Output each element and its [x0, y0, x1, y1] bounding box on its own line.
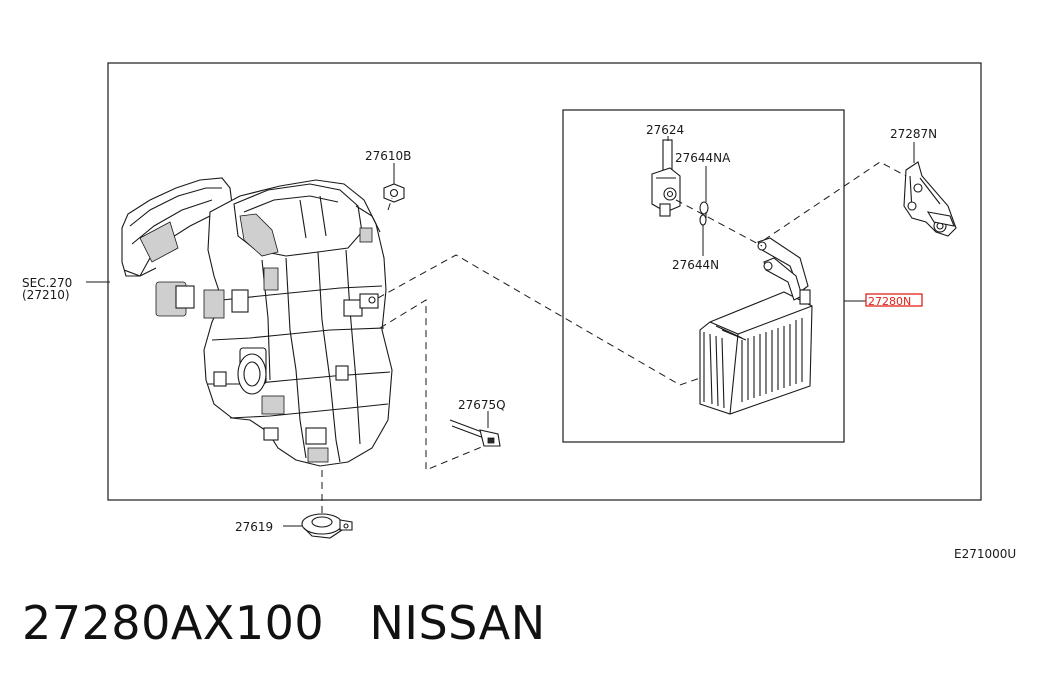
part-caption: 27280AX100 NISSAN: [22, 596, 546, 650]
leader-lines: [86, 136, 915, 527]
caption-part-number: 27280AX100: [22, 596, 325, 650]
label-27619[interactable]: 27619: [235, 520, 273, 534]
hvac-unit-drawing: [121, 177, 393, 467]
caption-brand: NISSAN: [369, 596, 546, 650]
o-rings: [699, 201, 709, 226]
nut-27610B: [383, 183, 405, 203]
sensor-27675Q: [449, 419, 501, 447]
label-27624[interactable]: 27624: [646, 123, 684, 137]
assembly-dashed-lines: [321, 161, 907, 514]
label-sec-ref-line2: (27210): [22, 288, 70, 302]
highlight-box-27280N: [865, 293, 923, 307]
bracket-27287N: [903, 161, 957, 237]
label-27610B[interactable]: 27610B: [365, 149, 411, 163]
expansion-valve-27624: [651, 139, 681, 217]
label-27644NA[interactable]: 27644NA: [675, 151, 731, 165]
label-sec-ref-line1: SEC.270: [22, 276, 72, 290]
inner-frame: [562, 109, 845, 443]
evaporator-27280N: [699, 237, 813, 415]
diagram-code: E271000U: [954, 547, 1016, 561]
label-27287N[interactable]: 27287N: [890, 127, 937, 141]
grommet-27619: [301, 513, 353, 539]
label-27280N[interactable]: 27280N: [868, 295, 911, 308]
label-27675Q[interactable]: 27675Q: [458, 398, 506, 412]
label-27644N[interactable]: 27644N: [672, 258, 719, 272]
